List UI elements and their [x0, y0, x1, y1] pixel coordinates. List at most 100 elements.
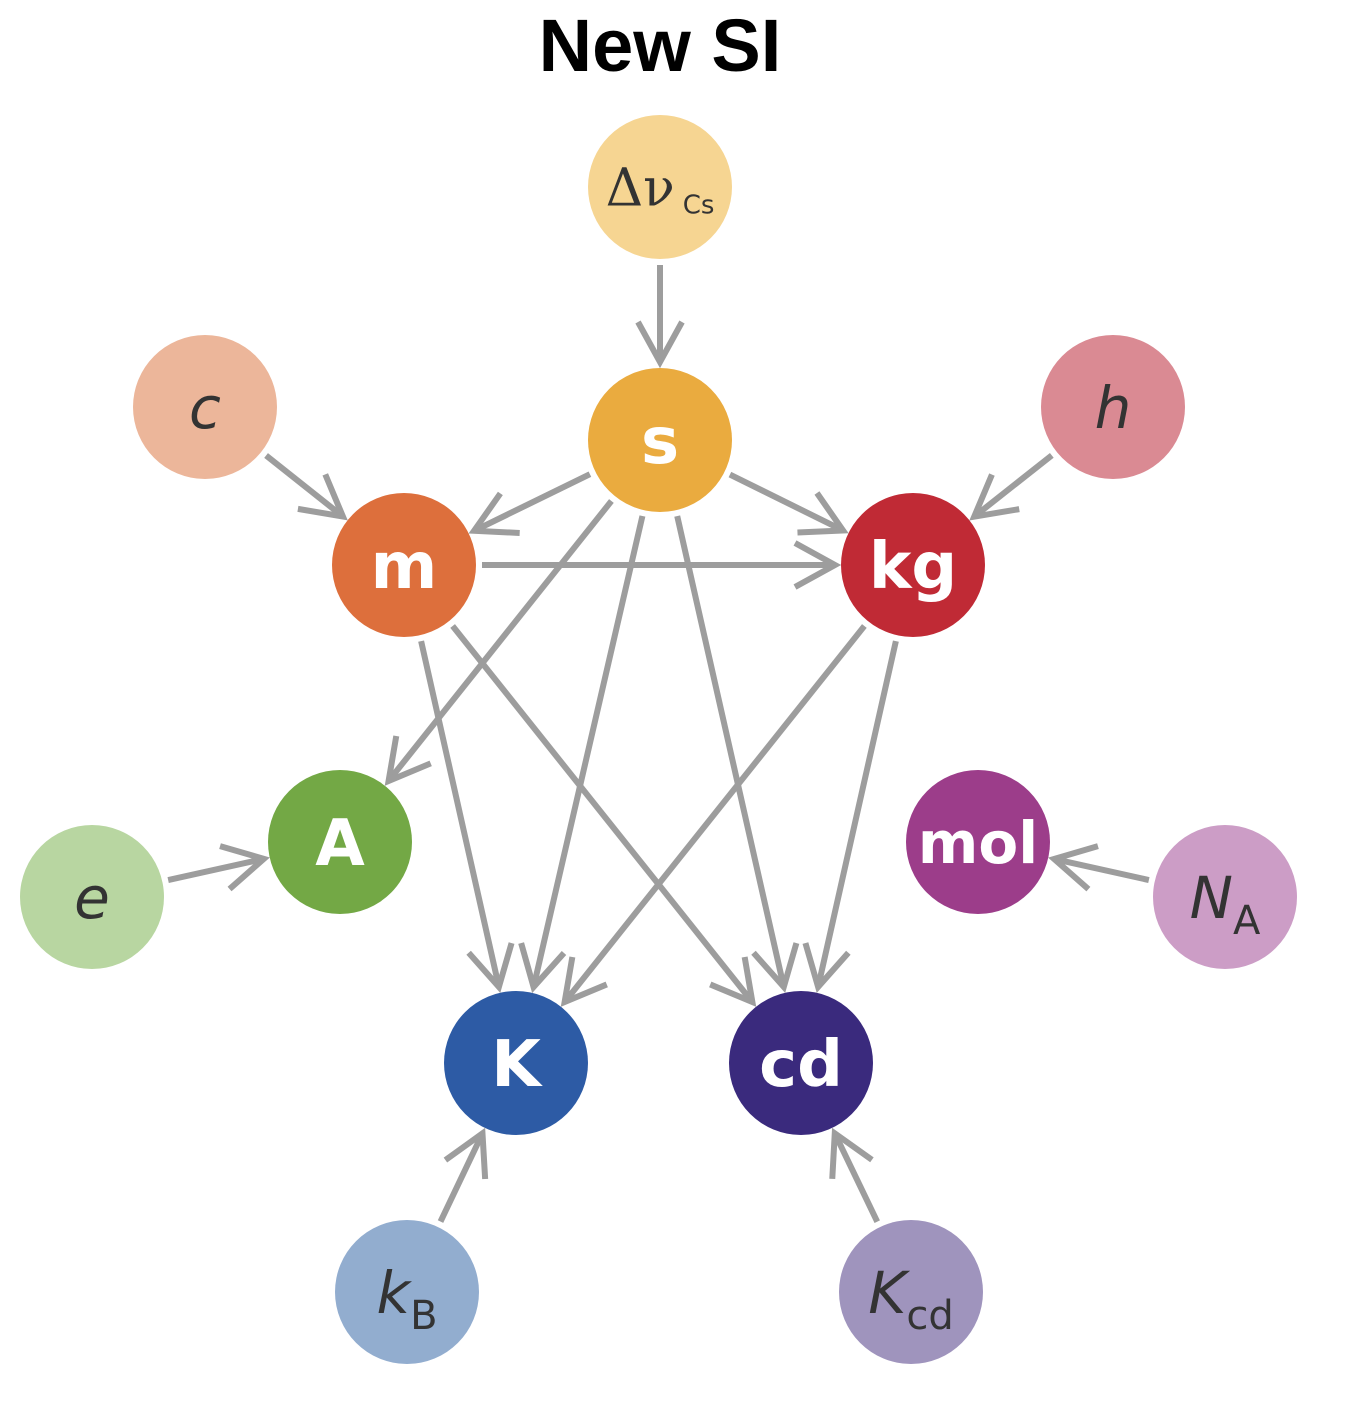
edge-arrowhead: [384, 735, 432, 786]
edge-line: [167, 856, 263, 884]
unit-circle: [906, 770, 1050, 914]
constant-node-e: e: [20, 825, 164, 969]
constant-label: c: [189, 374, 221, 442]
constant-circle: [133, 335, 277, 479]
constant-symbol: K: [868, 1259, 910, 1327]
edge-s-to-kg: [728, 471, 849, 536]
constant-symbol: k: [376, 1259, 412, 1327]
edge-s-to-m: [468, 471, 592, 536]
edge-line: [728, 471, 843, 533]
edge-arrowhead: [219, 843, 270, 892]
edge-line: [531, 515, 646, 986]
edge-line: [437, 1133, 485, 1223]
edge-s-to-A: [384, 499, 614, 786]
unit-node-A: A: [268, 770, 412, 914]
edge-s-to-cd: [674, 515, 800, 993]
edge-line: [387, 499, 614, 782]
edge-arrowhead: [468, 491, 520, 536]
constant-subscript: A: [1233, 898, 1261, 944]
edges-layer: [167, 265, 1150, 1223]
edge-NA-to-mol: [1048, 843, 1150, 892]
constant-symbol: c: [189, 374, 221, 442]
edge-dnu-to-s: [635, 265, 685, 369]
unit-label: cd: [759, 1028, 843, 1102]
edge-line: [450, 624, 754, 1003]
edge-kB-to-K: [437, 1127, 489, 1223]
constant-subscript: Cs: [683, 191, 715, 221]
edge-m-to-cd: [450, 624, 757, 1007]
unit-label: s: [641, 405, 679, 479]
unit-circle: [729, 991, 873, 1135]
edge-c-to-m: [264, 453, 348, 521]
constant-subscript: cd: [906, 1293, 953, 1339]
edge-arrowhead: [969, 473, 1020, 521]
unit-circle: [332, 493, 476, 637]
edge-line: [264, 453, 344, 518]
constant-node-kB: kB: [335, 1220, 479, 1364]
edge-arrowhead: [797, 491, 849, 536]
edge-s-to-K: [518, 515, 646, 994]
constant-circle: [588, 115, 732, 259]
edge-arrowhead: [560, 956, 608, 1007]
constant-node-NA: NA: [1153, 825, 1297, 969]
edge-line: [474, 471, 592, 533]
edge-kg-to-cd: [802, 640, 899, 993]
edge-arrowhead: [802, 942, 851, 993]
unit-node-K: K: [444, 991, 588, 1135]
constant-label: kB: [376, 1259, 437, 1339]
edge-h-to-kg: [969, 452, 1054, 521]
constant-node-h: h: [1041, 335, 1185, 479]
edge-arrowhead: [297, 473, 348, 521]
edge-line: [1055, 856, 1150, 883]
edge-line: [973, 452, 1054, 518]
unit-node-mol: mol: [906, 770, 1050, 914]
edge-m-to-K: [418, 640, 515, 993]
edge-line: [832, 1133, 880, 1223]
edge-arrowhead: [1048, 843, 1099, 892]
edge-arrowhead: [793, 540, 842, 590]
unit-label: A: [315, 807, 365, 881]
page-title: New SI: [538, 4, 782, 87]
constant-symbol: e: [74, 864, 110, 932]
constant-circle: [839, 1220, 983, 1364]
edge-arrowhead: [829, 1127, 874, 1180]
constant-label: e: [74, 864, 110, 932]
constant-circle: [1153, 825, 1297, 969]
constant-node-c: c: [133, 335, 277, 479]
edge-e-to-A: [167, 843, 270, 892]
constant-circle: [1041, 335, 1185, 479]
edge-arrowhead: [466, 942, 515, 993]
constant-symbol: Δν: [606, 159, 675, 219]
constant-circle: [20, 825, 164, 969]
constant-subscript: B: [410, 1293, 437, 1339]
unit-circle: [588, 368, 732, 512]
unit-node-kg: kg: [841, 493, 985, 637]
constant-label: h: [1095, 374, 1132, 442]
edge-Kcd-to-cd: [829, 1127, 880, 1223]
unit-circle: [841, 493, 985, 637]
edge-arrowhead: [635, 320, 685, 369]
constant-label: Kcd: [868, 1259, 953, 1339]
unit-label: kg: [869, 530, 957, 604]
edge-arrowhead: [518, 942, 567, 994]
edge-arrowhead: [751, 942, 800, 993]
edge-arrowhead: [709, 956, 757, 1007]
unit-label: K: [491, 1028, 543, 1102]
unit-circle: [268, 770, 412, 914]
unit-label: mol: [918, 809, 1038, 877]
constant-node-Kcd: Kcd: [839, 1220, 983, 1364]
edge-line: [563, 624, 867, 1003]
unit-circle: [444, 991, 588, 1135]
unit-node-m: m: [332, 493, 476, 637]
unit-node-cd: cd: [729, 991, 873, 1135]
constant-label: NA: [1190, 864, 1261, 944]
constant-circle: [335, 1220, 479, 1364]
edge-line: [418, 640, 502, 986]
edge-line: [674, 515, 787, 986]
constant-symbol: h: [1095, 374, 1132, 442]
edge-line: [815, 640, 899, 986]
